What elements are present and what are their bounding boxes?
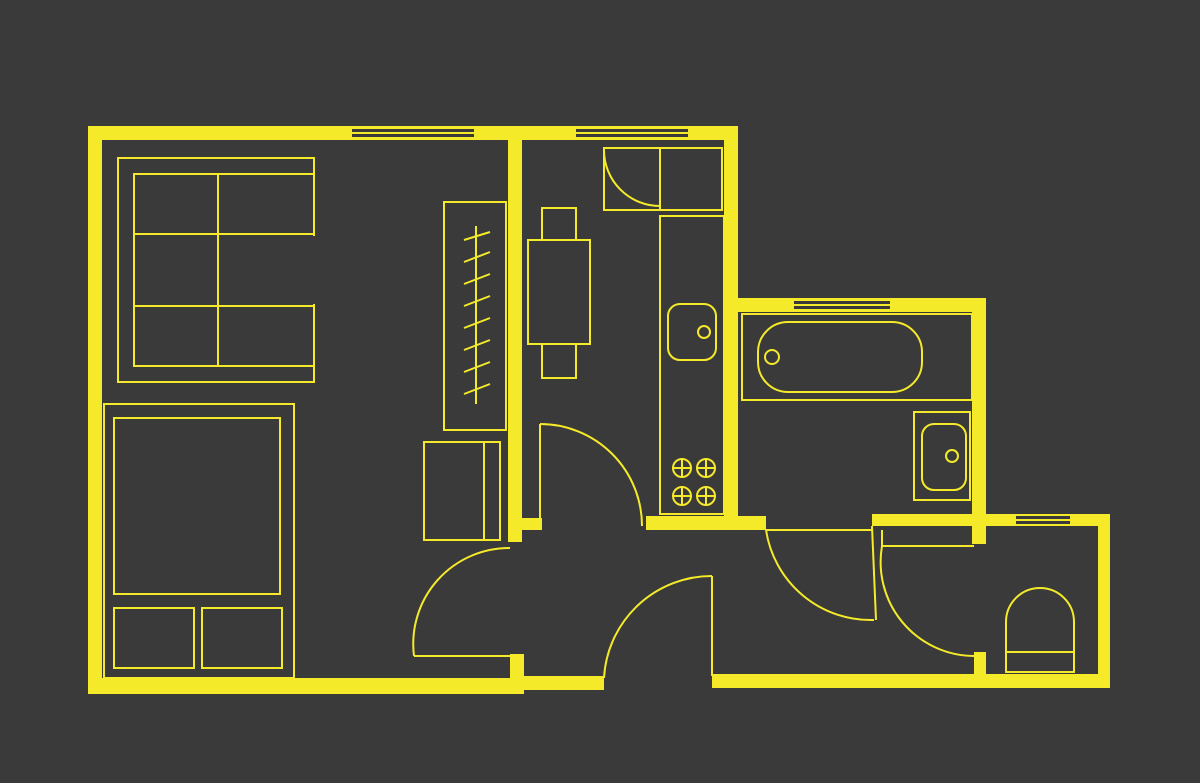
wall-partition-living-hall-stub [510,654,524,684]
sink [667,303,717,361]
sofa [117,157,316,383]
wall-wc-left-stub [974,652,986,688]
double-bed [103,403,295,679]
wall-wc-top [872,514,1110,526]
wall-bathroom-right [972,298,986,544]
washbasin [913,411,971,501]
wall-kitchen-right [724,126,738,530]
wall-bottom-middle [512,676,604,690]
wall-bottom-left [88,678,524,694]
bathtub [741,313,973,401]
walls [88,126,1110,694]
kitchen-counter [659,215,725,515]
wall-wc-right [1098,514,1110,688]
wardrobe [443,201,507,431]
dining-table [527,207,591,379]
toilet [1005,587,1075,673]
corner-cabinet [603,147,723,211]
wall-kitchen-door-jamb [522,518,542,530]
windows [352,129,1070,524]
stove-4-burner [672,458,716,506]
cabinet [423,441,501,541]
wall-partition-living-kitchen [508,126,522,542]
wall-left [88,126,102,694]
wall-bottom-right [712,674,1110,688]
wall-kitchen-bottom [646,516,766,530]
doors [412,423,975,679]
